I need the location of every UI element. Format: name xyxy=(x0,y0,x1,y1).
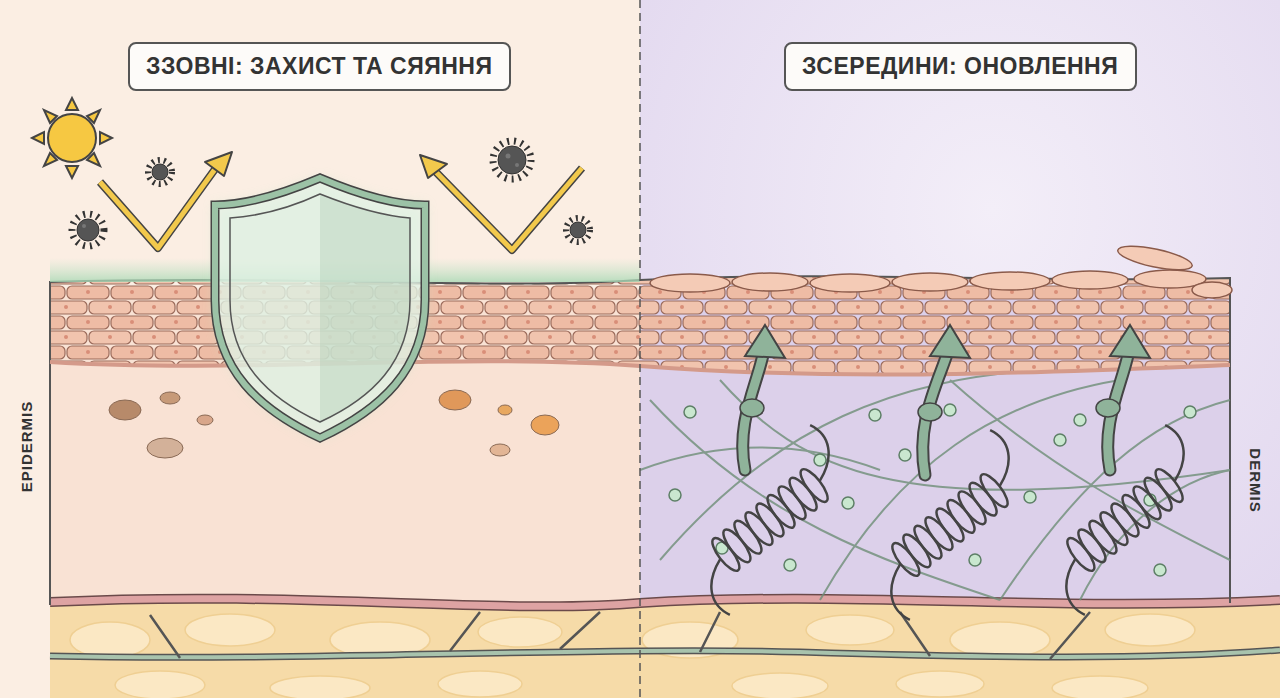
heading-box: ЗСЕРЕДИНИ: ОНОВЛЕННЯ xyxy=(784,42,1137,91)
heading-box: ЗЗОВНІ: ЗАХИСТ ТА СЯЯННЯ xyxy=(128,42,511,91)
heading-text: ЗЗОВНІ: ЗАХИСТ ТА СЯЯННЯ xyxy=(146,53,492,79)
layer-label: DERMIS xyxy=(1247,448,1264,512)
heading-text: ЗСЕРЕДИНИ: ОНОВЛЕННЯ xyxy=(802,53,1118,79)
layer-label: EPIDERMIS xyxy=(18,401,35,493)
